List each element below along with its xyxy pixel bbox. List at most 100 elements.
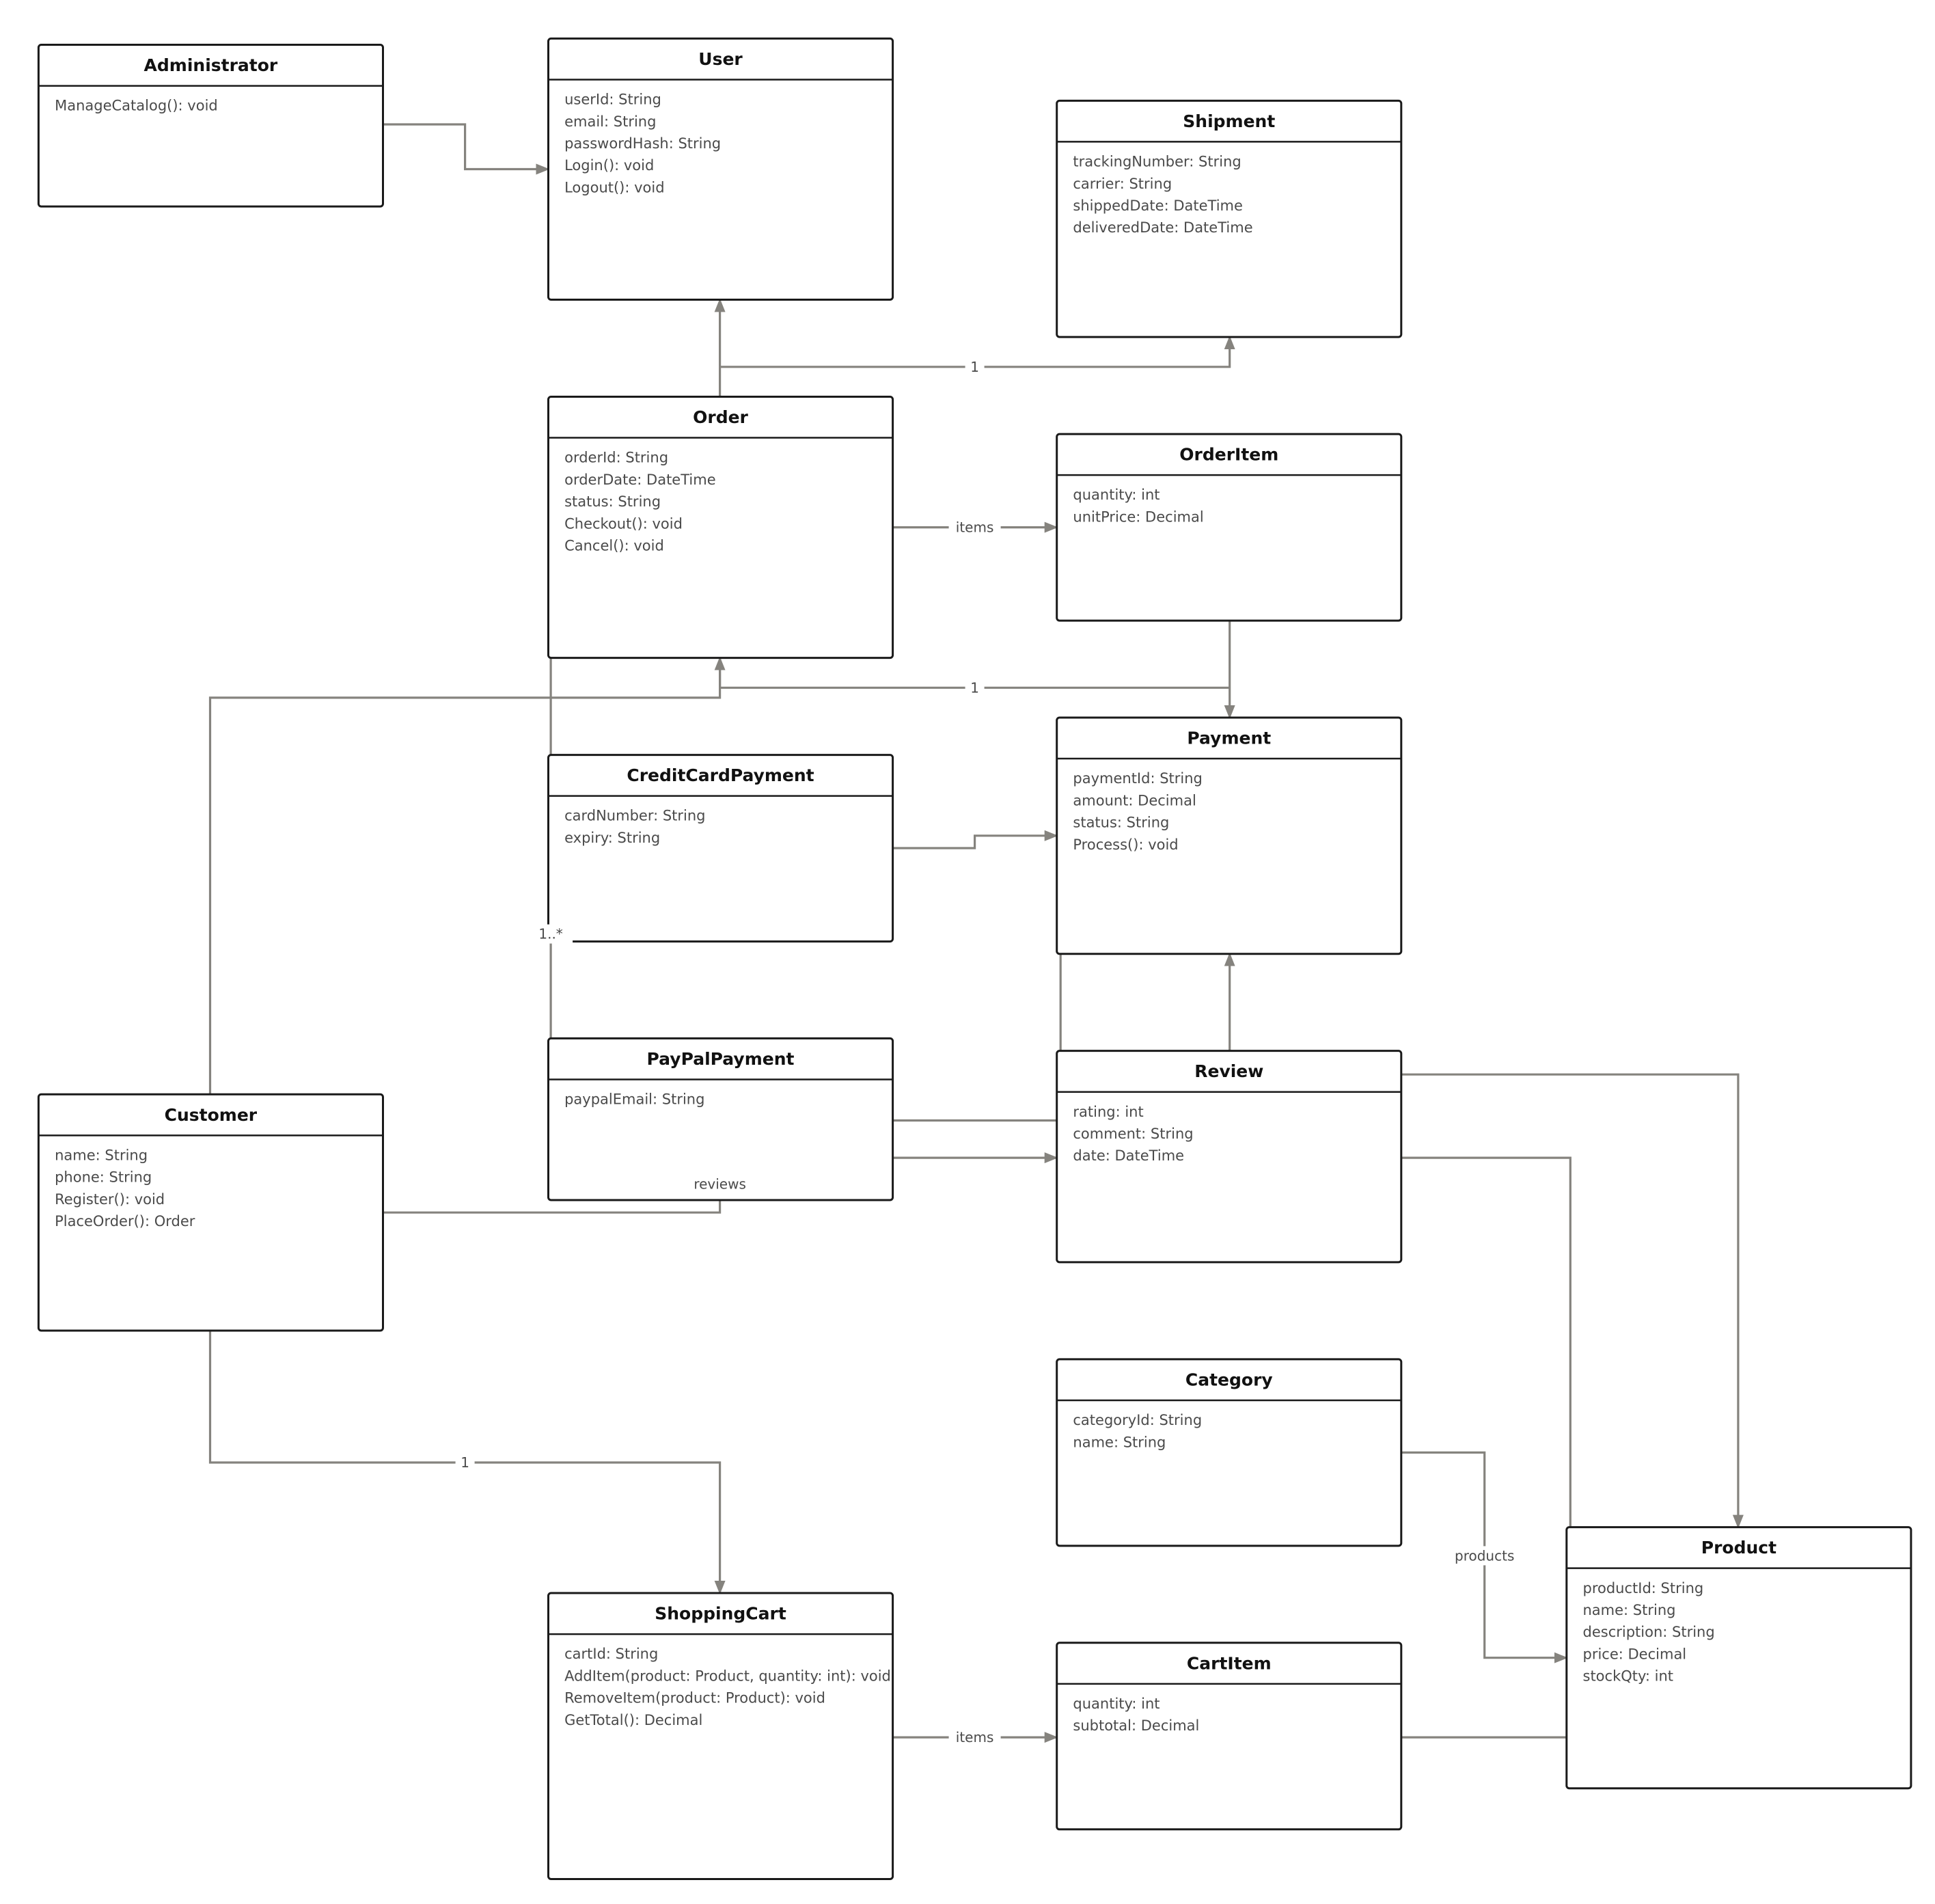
class-order-item[interactable]: OrderItem quantity: int unitPrice: Decimal xyxy=(1056,433,1403,622)
class-member: deliveredDate: DateTime xyxy=(1073,219,1252,236)
class-name: CartItem xyxy=(1187,1653,1272,1673)
class-member: userId: String xyxy=(564,92,661,108)
class-category[interactable]: Category categoryId: String name: String xyxy=(1056,1358,1403,1547)
class-member: quantity: int xyxy=(1073,1696,1159,1712)
class-name: Payment xyxy=(1187,729,1271,748)
class-member: description: String xyxy=(1583,1624,1715,1640)
class-name: PayPalPayment xyxy=(647,1049,795,1069)
class-member: name: String xyxy=(55,1147,148,1164)
class-name: Review xyxy=(1194,1061,1263,1081)
relationship-label: items xyxy=(956,519,994,536)
class-member: Register(): void xyxy=(55,1191,165,1208)
class-member: trackingNumber: String xyxy=(1073,154,1241,170)
class-member: cartId: String xyxy=(564,1646,658,1662)
relationship-label: products xyxy=(1455,1547,1514,1564)
class-member: Cancel(): void xyxy=(564,538,664,554)
label-background xyxy=(948,1728,1001,1747)
class-credit-card-payment[interactable]: CreditCardPayment cardNumber: String expir… xyxy=(547,754,894,943)
label-background xyxy=(965,357,985,377)
class-order[interactable]: Order orderId: String orderDate: DateTime s… xyxy=(547,396,894,659)
class-member: cardNumber: String xyxy=(564,808,705,824)
class-box-frame xyxy=(547,754,894,943)
relationship-creditcard-payment xyxy=(892,830,1058,849)
class-name: Category xyxy=(1185,1370,1273,1390)
class-member: ManageCatalog(): void xyxy=(55,98,218,114)
class-member: productId: String xyxy=(1583,1580,1704,1596)
class-box-frame xyxy=(1056,1358,1403,1547)
relationship-label: items xyxy=(956,1729,994,1745)
class-member: orderId: String xyxy=(564,450,668,466)
class-box-frame xyxy=(1056,716,1403,955)
relationship-label: 1..* xyxy=(538,926,562,942)
relationship-admin-user xyxy=(383,123,550,175)
class-member: categoryId: String xyxy=(1073,1412,1202,1428)
relationship-label: reviews xyxy=(694,1175,746,1192)
class-name: ShoppingCart xyxy=(655,1604,786,1624)
class-box-frame xyxy=(1056,433,1403,622)
relationship-customer-reviews xyxy=(383,1200,722,1214)
class-member: amount: Decimal xyxy=(1073,792,1196,808)
relationship-review-product xyxy=(1401,1156,1572,1527)
class-name: Order xyxy=(693,407,748,427)
class-member: status: String xyxy=(1073,815,1169,831)
class-member: price: Decimal xyxy=(1583,1646,1687,1662)
class-member: status: String xyxy=(564,493,661,510)
class-box-frame xyxy=(547,396,894,659)
class-member: AddItem(product: Product, quantity: int)… xyxy=(564,1668,891,1684)
class-box-frame xyxy=(1056,1642,1403,1831)
relationship-label: 1 xyxy=(970,359,979,375)
class-member: carrier: String xyxy=(1073,176,1172,192)
class-member: date: DateTime xyxy=(1073,1147,1184,1164)
class-box-frame xyxy=(1056,99,1403,338)
class-member: name: String xyxy=(1583,1602,1676,1618)
class-member: Checkout(): void xyxy=(564,515,683,532)
class-box-frame xyxy=(1565,1526,1912,1790)
class-member: GetTotal(): Decimal xyxy=(564,1712,702,1728)
class-box-frame xyxy=(37,1093,385,1332)
class-box-frame xyxy=(547,37,894,301)
label-background xyxy=(1446,1546,1523,1566)
class-member: rating: int xyxy=(1073,1104,1143,1120)
class-pay-pal-payment[interactable]: PayPalPayment paypalEmail: String xyxy=(547,1037,894,1201)
class-member: expiry: String xyxy=(564,830,660,846)
class-member: email: String xyxy=(564,113,656,130)
relationship-order-shipment xyxy=(719,336,1235,368)
class-box-frame xyxy=(1056,1050,1403,1264)
label-background xyxy=(529,924,573,944)
class-member: name: String xyxy=(1073,1434,1166,1450)
class-member: orderDate: DateTime xyxy=(564,472,716,488)
class-member: comment: String xyxy=(1073,1126,1193,1142)
class-member: RemoveItem(product: Product): void xyxy=(564,1690,825,1706)
class-name: OrderItem xyxy=(1179,445,1278,465)
relationship-labels: 1 items 1 1..* reviews products 1 items xyxy=(455,357,1523,1747)
class-review[interactable]: Review rating: int comment: String date: Da… xyxy=(1056,1050,1403,1264)
label-background xyxy=(965,678,985,698)
class-member: Login(): void xyxy=(564,157,654,174)
relationship-customer-order xyxy=(208,656,726,1095)
class-member: subtotal: Decimal xyxy=(1073,1717,1199,1734)
relationship-label: 1 xyxy=(461,1454,469,1471)
class-name: Customer xyxy=(165,1105,258,1125)
class-member: paypalEmail: String xyxy=(564,1091,704,1108)
class-member: phone: String xyxy=(55,1169,152,1186)
class-member: stockQty: int xyxy=(1583,1668,1674,1685)
class-name: Administrator xyxy=(144,55,278,75)
class-name: CreditCardPayment xyxy=(627,765,814,785)
class-shopping-cart[interactable]: ShoppingCart cartId: StringAddItem(produc… xyxy=(547,1592,894,1880)
class-cart-item[interactable]: CartItem quantity: int subtotal: Decimal xyxy=(1056,1642,1403,1831)
class-member: shippedDate: DateTime xyxy=(1073,198,1243,214)
class-name: User xyxy=(698,49,743,69)
class-member: quantity: int xyxy=(1073,487,1159,503)
label-background xyxy=(455,1453,475,1472)
class-box-frame xyxy=(547,1592,894,1880)
relationship-label: 1 xyxy=(970,679,979,696)
class-customer[interactable]: Customer name: String phone: StringRegiste… xyxy=(37,1093,385,1332)
class-member: unitPrice: Decimal xyxy=(1073,508,1203,525)
